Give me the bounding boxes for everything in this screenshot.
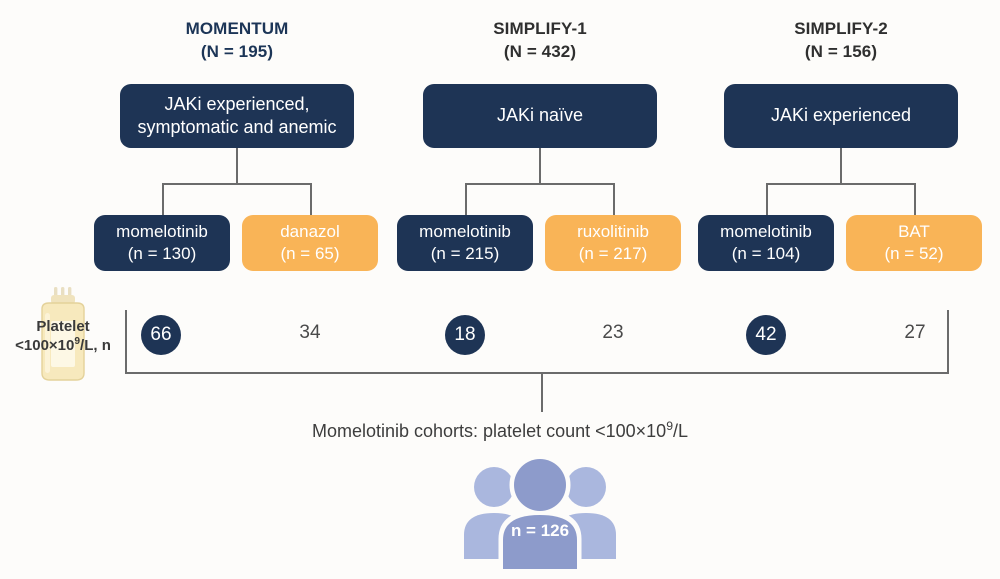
- connector-bar-simplify-1: [465, 183, 615, 185]
- platelet-label-line-1: Platelet: [36, 318, 90, 335]
- platelet-count-momentum-momelotinib: 66: [141, 315, 181, 355]
- platelet-count-momentum-danazol: 34: [299, 322, 321, 343]
- cohort-line-2: symptomatic and anemic: [137, 117, 337, 137]
- arm-count: (n = 65): [280, 244, 340, 263]
- summary-bracket-stem: [541, 372, 543, 412]
- arm-drug: momelotinib: [116, 221, 208, 241]
- study-name: SIMPLIFY-2: [794, 19, 888, 38]
- summary-caption-suffix: /L: [673, 421, 689, 441]
- connector-drop-simplify-2-left: [766, 183, 768, 216]
- study-name: MOMENTUM: [185, 19, 289, 38]
- cohort-line-1: JAKi experienced,: [164, 93, 310, 114]
- arm-box-momentum-danazol[interactable]: danazol (n = 65): [242, 215, 378, 271]
- arm-box-simplify-1-momelotinib[interactable]: momelotinib (n = 215): [397, 215, 533, 271]
- study-header-momentum: MOMENTUM (N = 195): [137, 18, 337, 64]
- connector-bar-simplify-2: [766, 183, 916, 185]
- platelet-count-simplify-2-bat: 27: [904, 322, 926, 343]
- arm-drug: danazol: [280, 221, 340, 241]
- platelet-count-simplify-1-momelotinib: 18: [445, 315, 485, 355]
- connector-drop-momentum-right: [310, 183, 312, 216]
- study-enrollment: (N = 195): [200, 41, 274, 61]
- arm-box-simplify-2-momelotinib[interactable]: momelotinib (n = 104): [698, 215, 834, 271]
- platelet-threshold-suffix: /L, n: [80, 337, 111, 355]
- arm-drug: BAT: [898, 221, 930, 241]
- connector-stem-simplify-1: [539, 148, 541, 184]
- arm-box-simplify-2-bat[interactable]: BAT (n = 52): [846, 215, 982, 271]
- arm-count: (n = 130): [127, 244, 197, 263]
- summary-caption-exponent: 9: [666, 419, 674, 433]
- summary-bracket-bar: [125, 372, 949, 374]
- connector-drop-momentum-left: [162, 183, 164, 216]
- connector-drop-simplify-1-left: [465, 183, 467, 216]
- connector-drop-simplify-2-right: [914, 183, 916, 216]
- people-group-icon: [464, 455, 616, 573]
- study-enrollment: (N = 432): [503, 41, 577, 61]
- platelet-row-label-group: Platelet <100×109/L, n: [4, 287, 122, 383]
- platelet-exponent: 9: [74, 336, 81, 348]
- summary-bracket-left-arm: [125, 310, 127, 373]
- cohort-line-1: JAKi experienced: [770, 105, 912, 126]
- cohort-box-momentum[interactable]: JAKi experienced, symptomatic and anemic: [120, 84, 354, 148]
- platelet-count-simplify-1-ruxolitinib: 23: [602, 322, 624, 343]
- platelet-threshold-label: Platelet <100×109/L, n: [4, 317, 122, 355]
- arm-drug: ruxolitinib: [577, 221, 649, 241]
- arm-count: (n = 52): [884, 244, 944, 263]
- platelet-count-simplify-2-momelotinib: 42: [746, 315, 786, 355]
- summary-caption: Momelotinib cohorts: platelet count <100…: [0, 419, 1000, 442]
- cohort-line-1: JAKi naïve: [496, 105, 584, 126]
- connector-bar-momentum: [162, 183, 312, 185]
- platelet-bottle-icon: [41, 287, 85, 381]
- summary-caption-prefix: Momelotinib cohorts: platelet count <100…: [311, 421, 667, 441]
- arm-count: (n = 217): [578, 244, 648, 263]
- cohort-box-simplify-1[interactable]: JAKi naïve: [423, 84, 657, 148]
- arm-drug: momelotinib: [720, 221, 812, 241]
- platelet-label-line-2: <100×109/L, n: [4, 336, 122, 355]
- connector-stem-momentum: [236, 148, 238, 184]
- arm-drug: momelotinib: [419, 221, 511, 241]
- study-name: SIMPLIFY-1: [493, 19, 587, 38]
- arm-count: (n = 104): [731, 244, 801, 263]
- cohort-box-simplify-2[interactable]: JAKi experienced: [724, 84, 958, 148]
- study-header-simplify-1: SIMPLIFY-1 (N = 432): [440, 18, 640, 64]
- arm-box-momentum-momelotinib[interactable]: momelotinib (n = 130): [94, 215, 230, 271]
- arm-box-simplify-1-ruxolitinib[interactable]: ruxolitinib (n = 217): [545, 215, 681, 271]
- study-enrollment: (N = 156): [804, 41, 878, 61]
- arm-count: (n = 215): [430, 244, 500, 263]
- study-header-simplify-2: SIMPLIFY-2 (N = 156): [741, 18, 941, 64]
- summary-bracket-right-arm: [947, 310, 949, 373]
- platelet-threshold-prefix: <100×10: [15, 337, 75, 355]
- connector-drop-simplify-1-right: [613, 183, 615, 216]
- connector-stem-simplify-2: [840, 148, 842, 184]
